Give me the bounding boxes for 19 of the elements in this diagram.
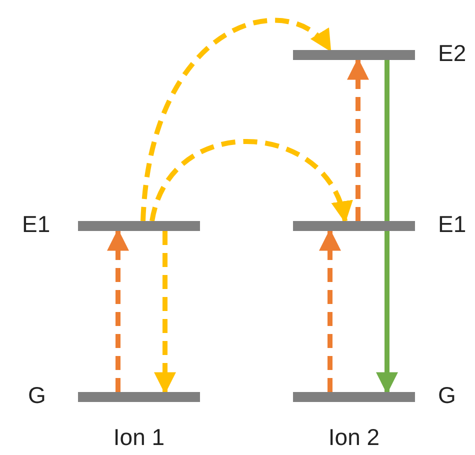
arrow xyxy=(347,58,369,221)
energy-level-bar xyxy=(78,392,200,402)
level-label: G xyxy=(438,382,456,408)
level-label: E2 xyxy=(438,40,466,66)
ion-label: Ion 2 xyxy=(328,424,380,450)
energy-level-bar xyxy=(78,221,200,231)
energy-level-bar xyxy=(293,221,415,231)
level-label: E1 xyxy=(438,211,466,237)
arrow xyxy=(319,228,341,392)
arrow xyxy=(154,231,176,394)
arrow xyxy=(376,60,398,394)
ion-label: Ion 1 xyxy=(113,424,165,450)
arrow xyxy=(107,228,129,392)
level-label: G xyxy=(28,382,46,408)
level-label: E1 xyxy=(22,211,50,237)
energy-level-bar xyxy=(293,392,415,402)
energy-level-bar xyxy=(293,50,415,60)
arrow xyxy=(140,18,332,222)
arrow xyxy=(150,139,350,224)
